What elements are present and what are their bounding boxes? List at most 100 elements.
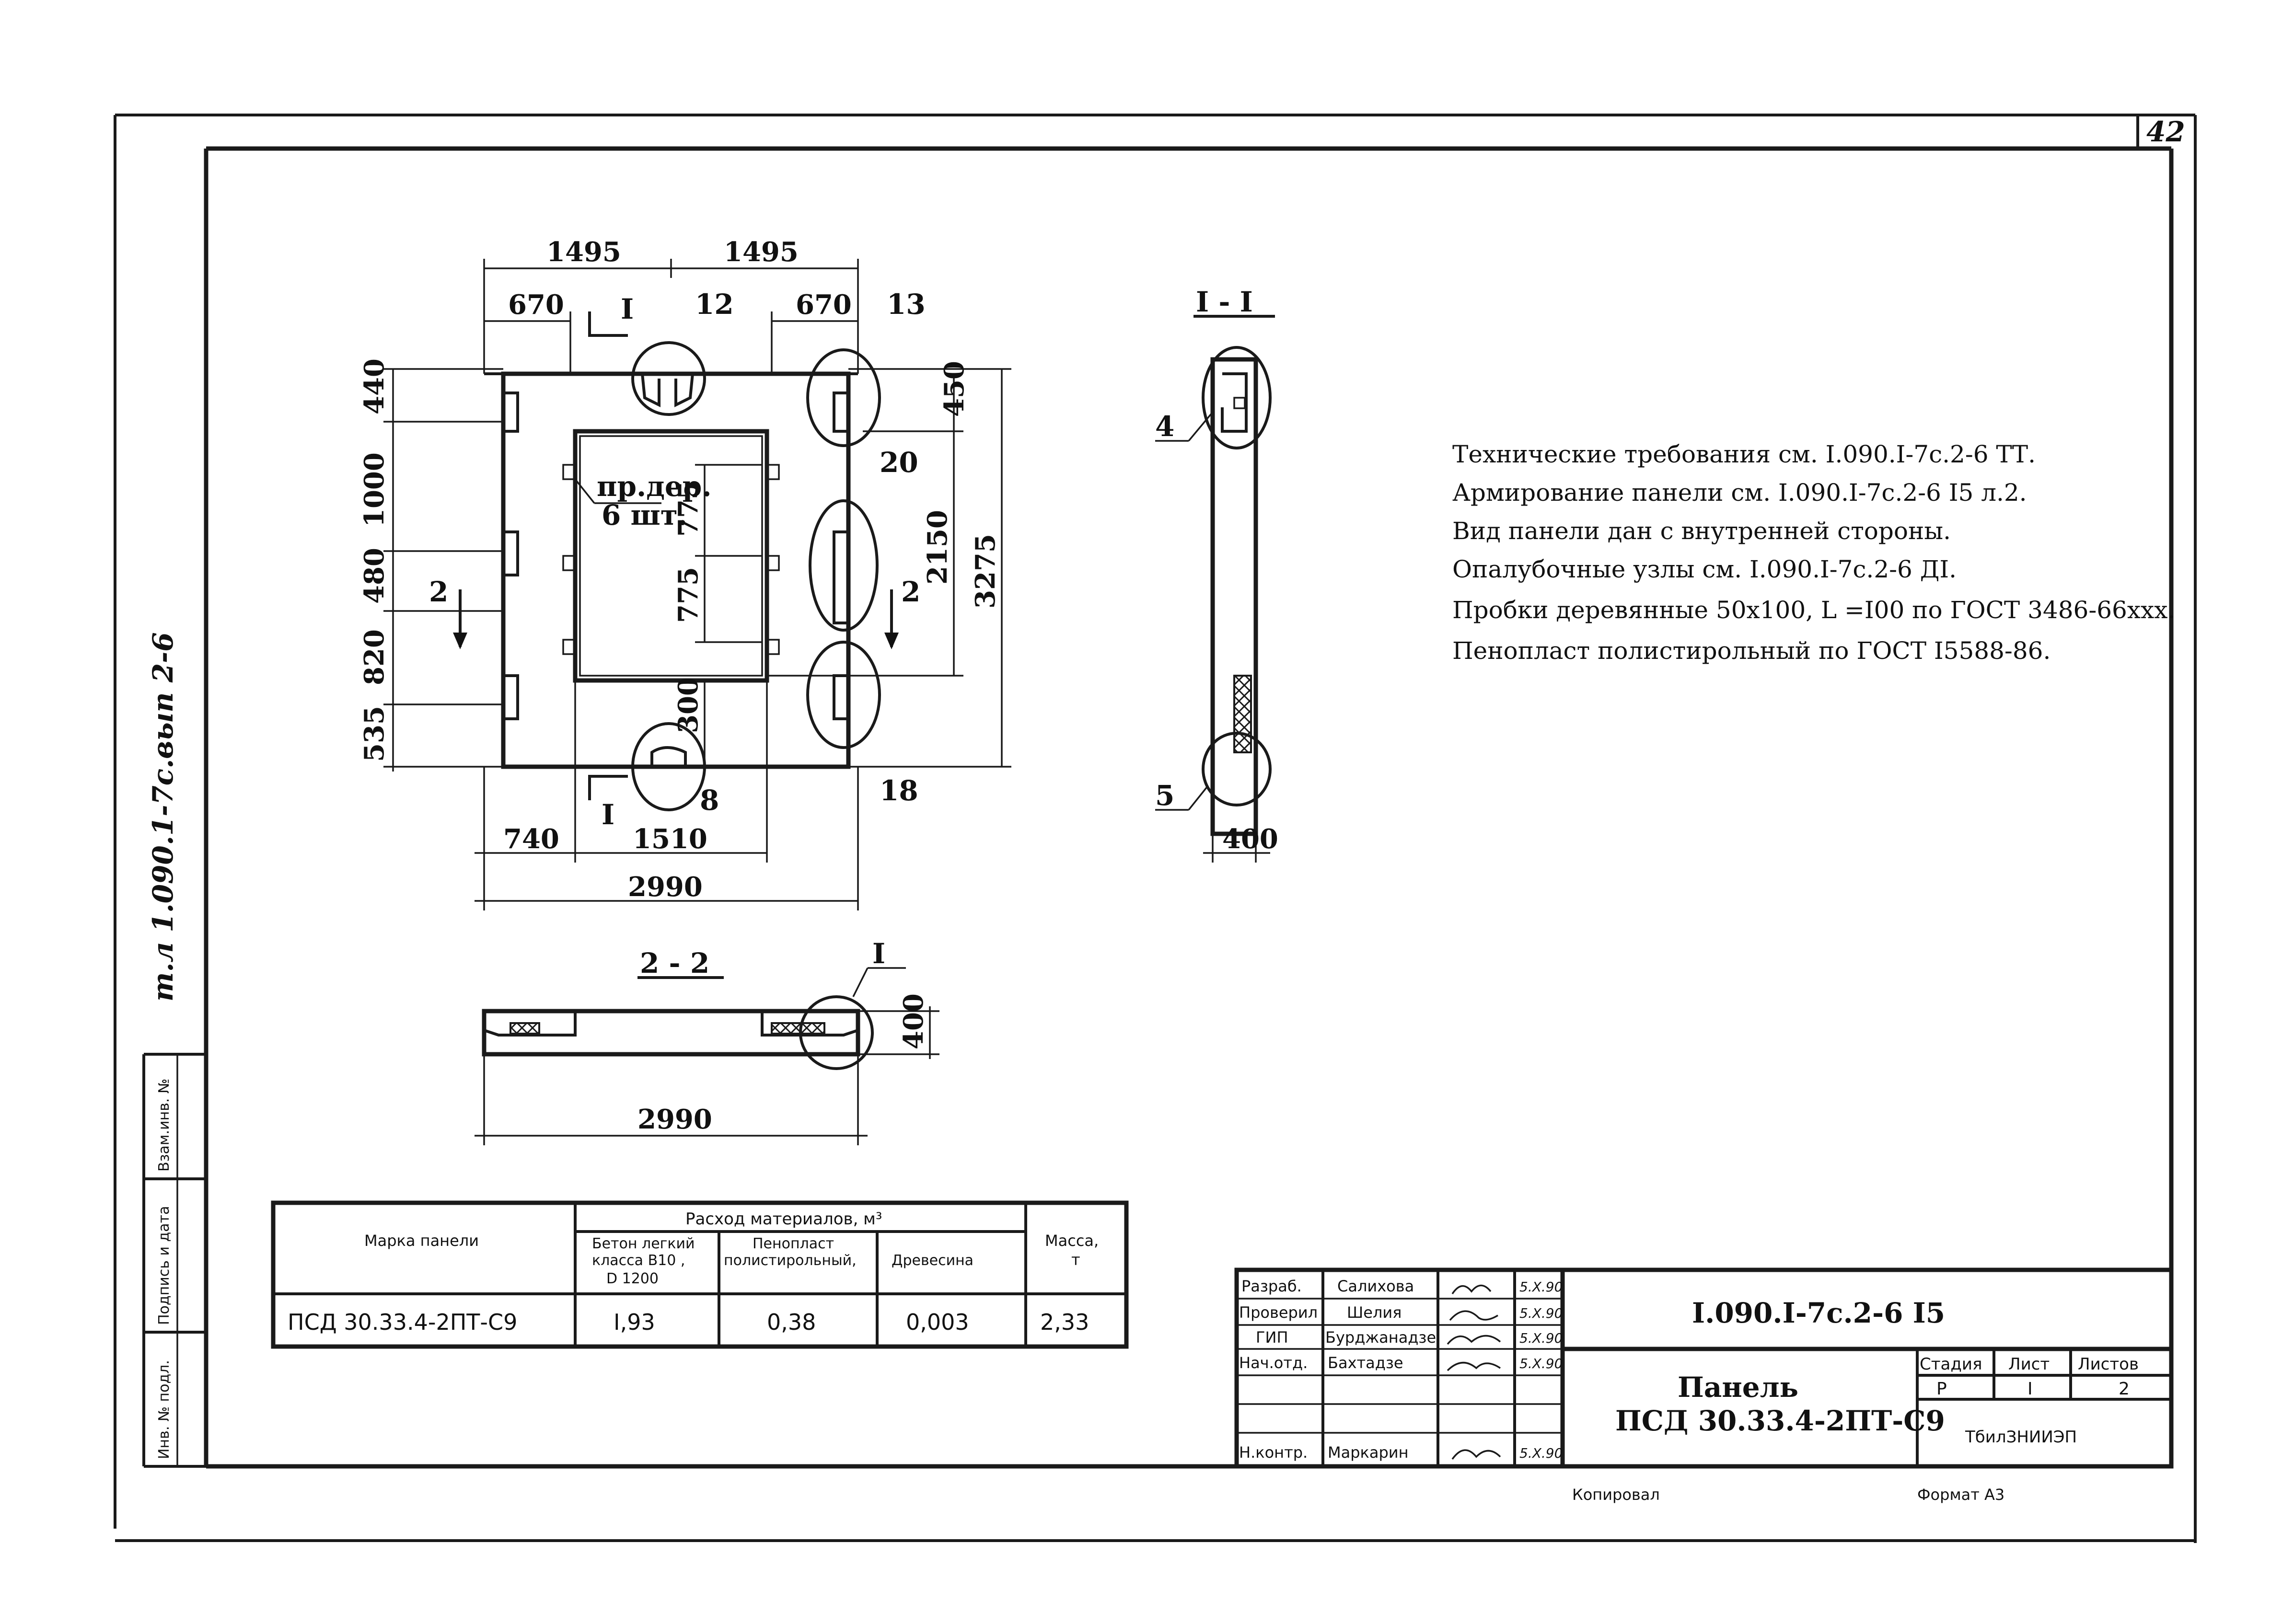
dim-left-4: 820 bbox=[359, 629, 390, 685]
tb-role-4: Нач.отд. bbox=[1239, 1354, 1308, 1372]
section-1-title: I - I bbox=[1196, 286, 1253, 318]
dim-left-3: 480 bbox=[359, 548, 390, 604]
tb-role-1: Разраб. bbox=[1241, 1277, 1302, 1295]
dim-left-1: 440 bbox=[359, 358, 390, 415]
callout-18: 18 bbox=[880, 774, 918, 807]
dim-top-3: 670 bbox=[508, 289, 564, 321]
side-label-vzam: Взам.инв. № bbox=[156, 1079, 173, 1172]
dim-bottom-2: 1510 bbox=[633, 823, 707, 855]
section-2-view bbox=[475, 967, 939, 1145]
materials-table bbox=[271, 1200, 1129, 1349]
section-1-dim: 400 bbox=[1222, 823, 1278, 855]
tb-stage-label: Стадия bbox=[1920, 1355, 1982, 1374]
note-5: Пробки деревянные 50х100, L =I00 по ГОСТ… bbox=[1452, 596, 2175, 624]
tb-name-4: Бахтадзе bbox=[1328, 1354, 1403, 1372]
tb-role-7: Н.контр. bbox=[1239, 1443, 1308, 1462]
tb-name-1: Салихова bbox=[1337, 1277, 1414, 1295]
dim-left-5: 535 bbox=[359, 706, 390, 762]
tb-sheet-label: Лист bbox=[2008, 1355, 2050, 1374]
tb-item-name: Панель bbox=[1678, 1371, 1798, 1404]
dim-bottom-3: 2990 bbox=[628, 871, 703, 903]
section-1-callout-5: 5 bbox=[1155, 779, 1174, 812]
side-label-inv: Инв. № подл. bbox=[156, 1360, 173, 1459]
table-col-foam-2: полистирольный, bbox=[724, 1252, 857, 1269]
tb-sheets-label: Листов bbox=[2078, 1355, 2139, 1374]
wood-plugs-note-2: 6 шт. bbox=[602, 499, 687, 531]
table-cell-mass: 2,33 bbox=[1040, 1309, 1089, 1335]
tb-name-3: Бурджанадзе bbox=[1325, 1328, 1436, 1347]
note-1: Технические требования см. I.090.I-7с.2-… bbox=[1452, 440, 2036, 468]
dim-top-2: 1495 bbox=[724, 236, 799, 268]
dim-right-2: 2150 bbox=[922, 510, 953, 585]
tb-org: ТбилЗНИИЭП bbox=[1965, 1428, 2077, 1447]
callout-20: 20 bbox=[880, 446, 918, 479]
page-number: 42 bbox=[2146, 115, 2185, 148]
note-2: Армирование панели см. I.090.I-7с.2-6 I5… bbox=[1452, 479, 2027, 507]
callout-13: 13 bbox=[887, 288, 926, 321]
table-col-mass-1: Масса, bbox=[1045, 1232, 1099, 1250]
section-2-title: 2 - 2 bbox=[640, 947, 709, 979]
title-block bbox=[1234, 1267, 2174, 1469]
tb-role-2: Проверил bbox=[1239, 1303, 1318, 1322]
notes-block: Технические требования см. I.090.I-7с.2-… bbox=[1452, 440, 2175, 665]
table-col-concrete-3: D 1200 bbox=[606, 1270, 659, 1287]
dim-top-4: 670 bbox=[796, 289, 852, 321]
tb-copied: Копировал bbox=[1572, 1486, 1660, 1504]
callout-8: 8 bbox=[700, 784, 719, 817]
note-4: Опалубочные узлы см. I.090.I-7с.2-6 ДI. bbox=[1452, 555, 1957, 583]
dim-top-1: 1495 bbox=[546, 236, 621, 268]
section-1-callout-4: 4 bbox=[1155, 410, 1174, 443]
tb-date-4: 5.Х.90 bbox=[1519, 1356, 1563, 1371]
dim-right-1: 450 bbox=[938, 361, 970, 417]
table-col-foam-1: Пенопласт bbox=[753, 1235, 834, 1252]
table-cell-wood: 0,003 bbox=[906, 1309, 969, 1335]
side-stamp: т.л 1.090.1-7с.вып 2-6 bbox=[147, 632, 179, 1002]
tb-format: Формат А3 bbox=[1917, 1486, 2004, 1504]
table-cell-concrete: I,93 bbox=[614, 1309, 655, 1335]
note-3: Вид панели дан с внутренней стороны. bbox=[1452, 517, 1951, 545]
table-col-mark: Марка панели bbox=[364, 1232, 479, 1250]
tb-sheets-total: 2 bbox=[2119, 1379, 2130, 1399]
callout-12: 12 bbox=[695, 288, 734, 321]
dim-left-2: 1000 bbox=[359, 452, 390, 527]
table-col-concrete-1: Бетон легкий bbox=[592, 1235, 695, 1252]
tb-date-1: 5.Х.90 bbox=[1519, 1279, 1563, 1295]
wood-plugs-note-1: пр.дер. bbox=[597, 470, 712, 503]
panel-main-view bbox=[383, 259, 1011, 910]
table-col-wood: Древесина bbox=[892, 1252, 973, 1269]
outer-frame bbox=[114, 114, 2197, 1543]
section-2-dim-height: 400 bbox=[898, 993, 929, 1049]
table-col-mass-2: т bbox=[1071, 1251, 1080, 1269]
tb-name-2: Шелия bbox=[1347, 1303, 1402, 1322]
section-2-dim-length: 2990 bbox=[637, 1104, 712, 1135]
dim-inner-1: 775 bbox=[672, 481, 704, 537]
tb-date-7: 5.Х.90 bbox=[1519, 1445, 1563, 1461]
table-col-concrete-2: класса В10 , bbox=[592, 1252, 685, 1269]
dim-inner-2: 775 bbox=[672, 567, 704, 623]
tb-name-7: Маркарин bbox=[1328, 1443, 1409, 1462]
dim-right-3: 3275 bbox=[970, 534, 1001, 609]
section-1-view bbox=[1155, 315, 1275, 863]
table-cell-foam: 0,38 bbox=[767, 1309, 816, 1335]
table-header-group: Расход материалов, м³ bbox=[685, 1209, 882, 1229]
side-stamp-column bbox=[142, 1053, 206, 1468]
callout-section-2-left: 2 bbox=[429, 576, 448, 608]
callout-section-1-bottom: I bbox=[602, 798, 614, 831]
side-label-sign: Подпись и дата bbox=[156, 1206, 173, 1325]
tb-sheet-no: I bbox=[2028, 1379, 2033, 1399]
callout-section-2-right: 2 bbox=[901, 576, 920, 608]
tb-date-2: 5.Х.90 bbox=[1519, 1305, 1563, 1321]
callout-section-1-top: I bbox=[621, 293, 634, 325]
note-6: Пенопласт полистирольный по ГОСТ I5588-8… bbox=[1452, 637, 2051, 665]
tb-date-3: 5.Х.90 bbox=[1519, 1330, 1563, 1346]
tb-signatures bbox=[1447, 1284, 1501, 1460]
section-2-callout: I bbox=[872, 937, 885, 970]
tb-item-mark: ПСД 30.33.4-2ПТ-С9 bbox=[1615, 1405, 1945, 1437]
tb-doc-code: I.090.I-7с.2-6 I5 bbox=[1692, 1297, 1945, 1329]
table-cell-mark: ПСД 30.33.4-2ПТ-С9 bbox=[288, 1309, 517, 1335]
tb-role-3: ГИП bbox=[1256, 1328, 1288, 1347]
tb-stage: Р bbox=[1936, 1379, 1947, 1399]
dim-inner-3: 300 bbox=[672, 677, 704, 733]
dim-bottom-1: 740 bbox=[503, 823, 559, 855]
